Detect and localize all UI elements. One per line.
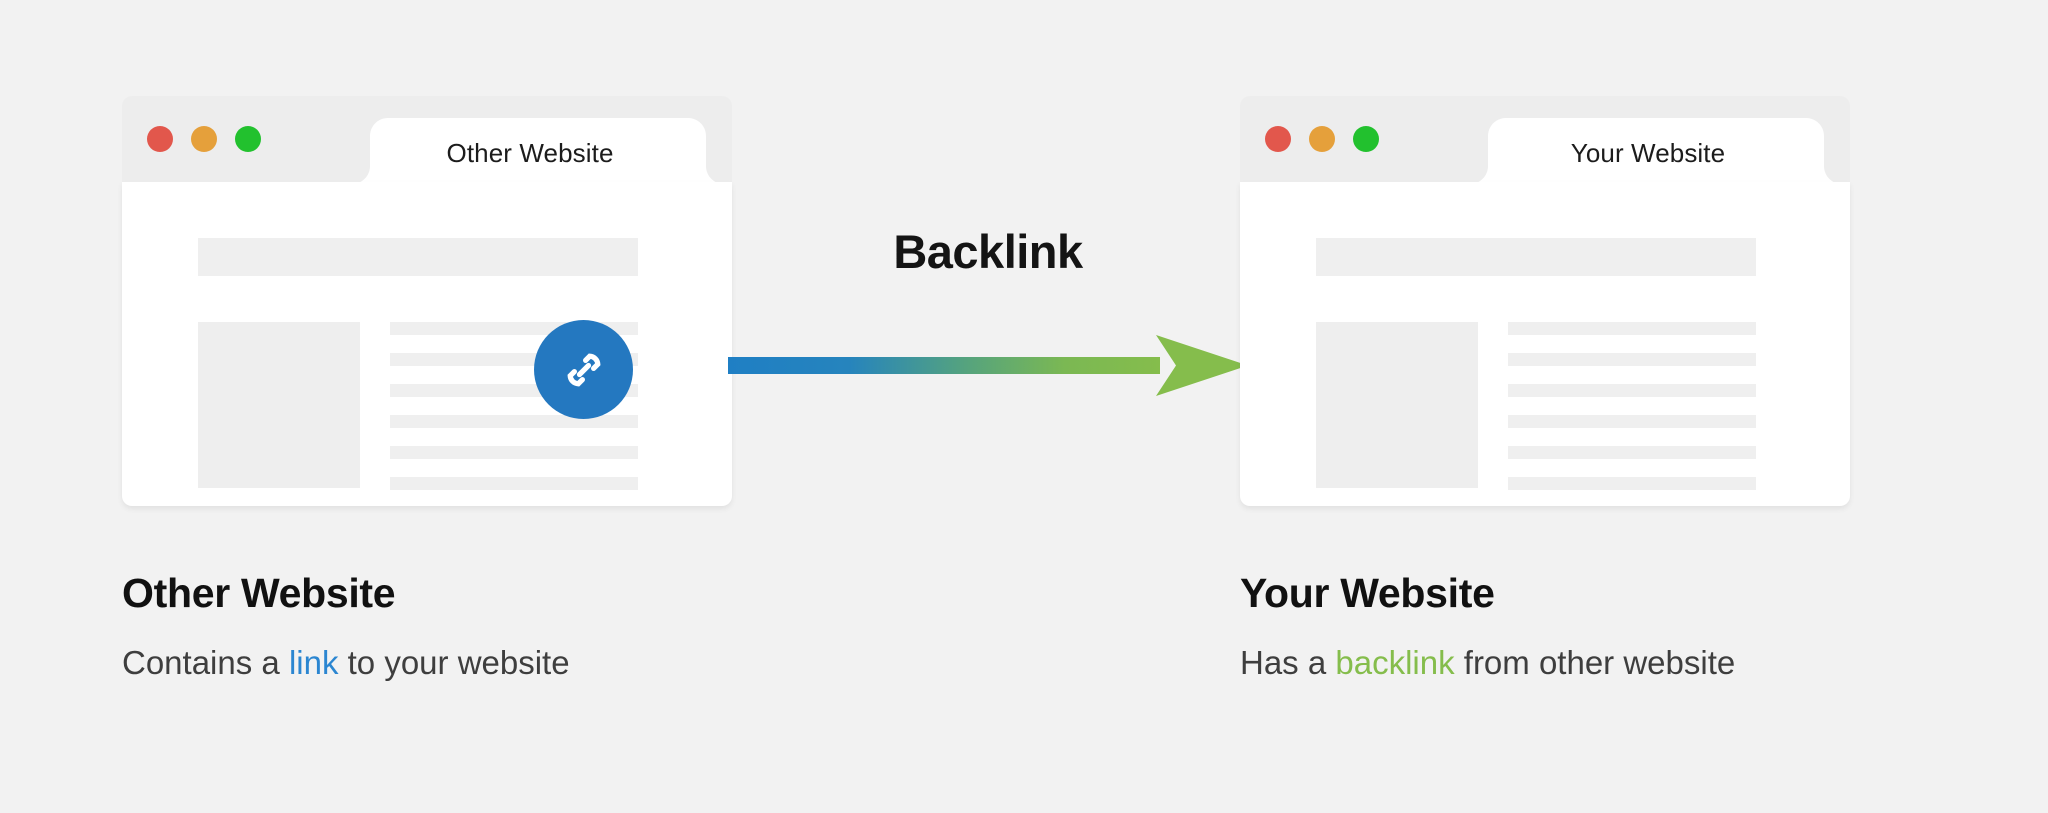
browser-tab-other-website[interactable]: Other Website (344, 118, 732, 184)
content-text-line (390, 477, 638, 490)
caption-sub-highlight: link (288, 644, 339, 682)
content-text-line (1508, 477, 1756, 490)
browser-window-other-website: Other Website (122, 96, 732, 506)
caption-other-website: Other Website Contains a link to your we… (122, 570, 882, 683)
content-image-placeholder (1316, 322, 1478, 488)
caption-subtitle: Contains a link to your website (122, 643, 882, 683)
browser-tab-label: Other Website (446, 138, 614, 168)
minimize-dot[interactable] (1309, 126, 1335, 152)
backlink-arrow (728, 330, 1248, 400)
caption-title: Your Website (1240, 570, 1495, 616)
backlink-label: Backlink (893, 225, 1083, 278)
caption-sub-prefix: Contains a (122, 644, 289, 682)
caption-sub-suffix: to your website (338, 644, 570, 682)
browser-window-your-website: Your Website (1240, 96, 1850, 506)
minimize-dot[interactable] (191, 126, 217, 152)
traffic-light-dots (1265, 126, 1379, 152)
content-text-line (390, 415, 638, 428)
content-text-line (1508, 384, 1756, 397)
caption-sub-prefix: Has a (1240, 644, 1336, 682)
close-dot[interactable] (1265, 126, 1291, 152)
caption-subtitle: Has a backlink from other website (1240, 643, 2000, 683)
content-image-placeholder (198, 322, 360, 488)
content-text-line (1508, 322, 1756, 335)
content-text-line (1508, 353, 1756, 366)
browser-viewport (122, 182, 732, 506)
browser-tab-label: Your Website (1570, 138, 1726, 168)
caption-your-website: Your Website Has a backlink from other w… (1240, 570, 2000, 683)
maximize-dot[interactable] (235, 126, 261, 152)
close-dot[interactable] (147, 126, 173, 152)
browser-viewport (1240, 182, 1850, 506)
browser-tab-your-website[interactable]: Your Website (1462, 118, 1850, 184)
maximize-dot[interactable] (1353, 126, 1379, 152)
caption-title: Other Website (122, 570, 396, 616)
caption-sub-suffix: from other website (1454, 644, 1736, 682)
link-icon[interactable] (534, 320, 633, 419)
content-text-line (1508, 446, 1756, 459)
content-text-placeholders (1508, 322, 1756, 490)
content-text-line (390, 446, 638, 459)
traffic-light-dots (147, 126, 261, 152)
content-header-placeholder (198, 238, 638, 276)
content-header-placeholder (1316, 238, 1756, 276)
caption-sub-highlight: backlink (1335, 644, 1455, 682)
content-text-line (1508, 415, 1756, 428)
